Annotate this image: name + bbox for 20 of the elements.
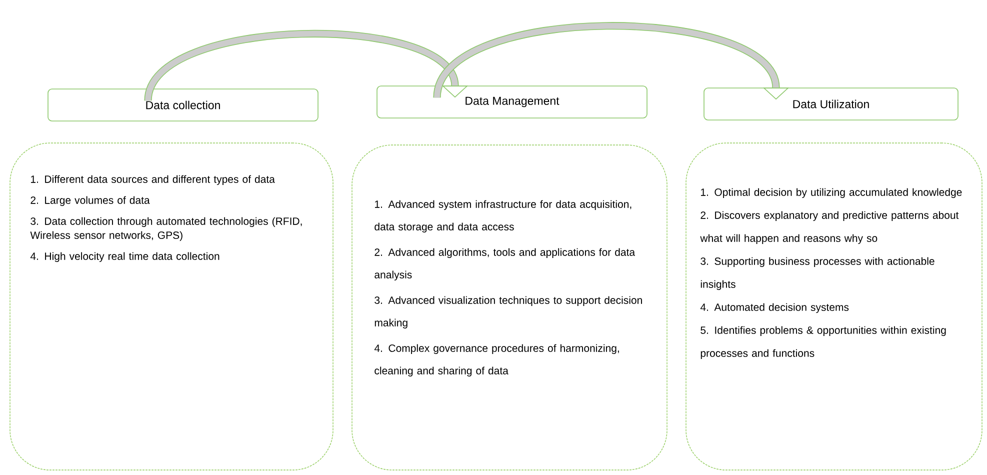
list-item: 1. Optimal decision by utilizing accumulated knowledge [701, 188, 962, 198]
list-item: 3. Advanced visualization techniques to support decision making [374, 296, 642, 328]
stage-box: Data Utilization [704, 88, 958, 120]
dashed-panel [352, 144, 668, 470]
list-item: 2. Large volumes of data [30, 196, 150, 206]
list-item: 3. Data collection through automated technologies (RFID, Wireless sensor networks, GPS) [30, 217, 302, 241]
list-item: 4. Automated decision systems [700, 303, 849, 313]
list-item: 5. Identifies problems & opportunities within existing processes and functions [700, 326, 946, 359]
list-item: 1. Different data sources and different types of data [31, 175, 275, 185]
dashed-panel [686, 142, 982, 470]
list-item: 4. Complex governance procedures of harmonizing, cleaning and sharing of data [374, 344, 619, 376]
list-item: 4. High velocity real time data collection [30, 252, 220, 262]
curved-arrow [144, 30, 468, 102]
stage-box: Data collection [48, 88, 318, 122]
dashed-panel [10, 142, 334, 470]
list-item: 2. Discovers explanatory and predictive patterns about what will happen and reasons why so [700, 211, 959, 244]
stage-box: Data Management [376, 86, 648, 118]
list-item: 1. Advanced system infrastructure for data acquisition, data storage and data access [374, 200, 632, 232]
list-item: 3. Supporting business processes with actionable insights [700, 257, 934, 290]
list-item: 2. Advanced algorithms, tools and applications for data analysis [374, 248, 636, 280]
